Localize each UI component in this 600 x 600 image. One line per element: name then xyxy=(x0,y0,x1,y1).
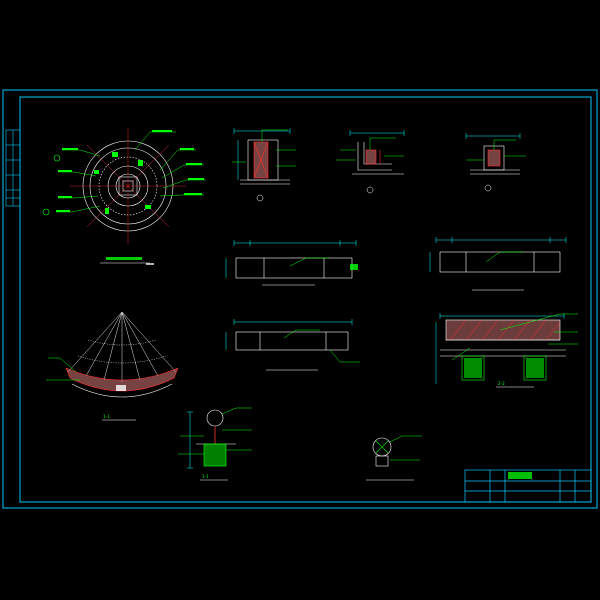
round-plan-title-bar xyxy=(106,257,142,260)
fan-rays xyxy=(67,311,177,382)
seat-right-view xyxy=(429,237,567,291)
round-plan-text-bars xyxy=(56,130,204,212)
grid-bubble-b xyxy=(42,208,50,216)
round-plan-marks xyxy=(94,152,151,214)
section-2-2-title: 2-2 xyxy=(498,381,505,386)
fan-section-view: 1-1 xyxy=(46,311,179,421)
fan-ring-fill xyxy=(66,368,178,391)
detail-c-view xyxy=(465,133,526,192)
seat-bottom-view xyxy=(225,319,360,371)
slab-hatch xyxy=(449,319,561,341)
detail-b-view xyxy=(336,130,405,194)
round-plan-view xyxy=(42,128,206,265)
detail-a-view xyxy=(232,128,296,202)
round-plan-radials xyxy=(70,128,186,244)
grid-bubble-a xyxy=(53,154,61,162)
section-2-2-view: 2-2 xyxy=(435,313,578,388)
footings xyxy=(461,355,547,381)
fan-section-title: 1-1 xyxy=(103,414,110,419)
slab-fill xyxy=(446,320,560,340)
title-block-highlight xyxy=(508,472,532,479)
section-1-1-small-view: 1-1 xyxy=(178,407,252,481)
section-1-1-small-title: 1-1 xyxy=(202,474,209,479)
binding-strip xyxy=(5,129,21,207)
title-block xyxy=(464,469,592,503)
seat-top-view xyxy=(225,240,358,286)
drawing-frame xyxy=(2,89,598,509)
lamp-detail-view xyxy=(366,435,422,481)
